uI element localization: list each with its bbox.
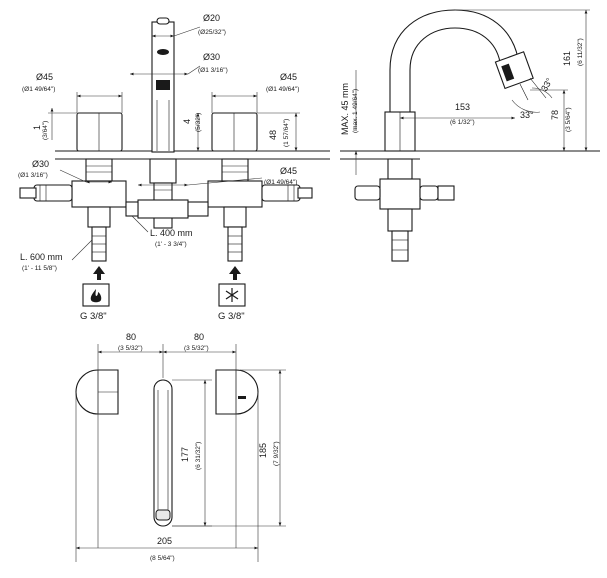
dim-153: 153	[455, 102, 470, 112]
dim-80-left-inch: (3 5/32")	[118, 345, 143, 352]
plan-cold-handle	[215, 369, 259, 415]
cold-water-handle	[211, 112, 258, 152]
arched-spout	[384, 9, 547, 152]
dim-max45-inch: (max. 1 49/64")	[352, 89, 359, 133]
dim-177: 177	[180, 447, 190, 462]
hose-400-label: L. 400 mm	[150, 228, 193, 238]
dim-80-left: 80	[126, 332, 136, 342]
hose-400-inch: (1' - 3 3/4")	[155, 241, 187, 248]
spout-shank	[137, 158, 189, 229]
dim-4: 4	[182, 119, 192, 124]
dim-161: 161	[562, 51, 572, 66]
dim-4-inch: (5/32")	[195, 113, 202, 132]
cold-water-snowflake-icon	[218, 283, 246, 307]
connection-hoses	[19, 184, 313, 217]
cold-inlet-arrow	[229, 266, 241, 280]
dim-d45-left: Ø45	[36, 72, 53, 82]
dim-48-inch: (1 57/64")	[283, 119, 290, 147]
dim-80-right-inch: (3 5/32")	[184, 345, 209, 352]
plan-view: 80 (3 5/32") 80 (3 5/32") 177 (6 31/32")…	[75, 332, 286, 562]
dim-d45-left-inch: (Ø1 49/64")	[22, 86, 55, 93]
dim-205-inch: (8 5/64")	[150, 555, 175, 562]
hot-valve-body	[71, 158, 127, 262]
dim-d30-top: Ø30	[203, 52, 220, 62]
hot-thread-label: G 3/8"	[80, 311, 107, 322]
dim-161-inch: (6 11/32")	[577, 38, 584, 66]
dim-205: 205	[157, 536, 172, 546]
angle-33-upper: 33°	[539, 76, 555, 93]
dim-d30-left-inch: (Ø1 3/16")	[18, 172, 48, 179]
dim-d45-right-inch: (Ø1 49/64")	[266, 86, 299, 93]
hot-water-flame-icon	[82, 283, 110, 307]
dim-80-right: 80	[194, 332, 204, 342]
hot-water-handle	[76, 112, 123, 152]
hose-600-label: L. 600 mm	[20, 252, 63, 262]
plan-hot-handle	[75, 369, 119, 415]
dim-max45: MAX. 45 mm	[340, 83, 350, 135]
cold-thread-label: G 3/8"	[218, 311, 245, 322]
dim-185-inch: (7 9/32")	[273, 441, 280, 466]
dim-d45-right: Ø45	[280, 72, 297, 82]
dim-d30-top-inch: (Ø1 3/16")	[198, 67, 228, 74]
dim-d45-mid-inch: (Ø1 49/64")	[264, 179, 297, 186]
dim-78-inch: (3 5/64")	[565, 107, 572, 132]
dim-d20: Ø20	[203, 13, 220, 23]
dim-78: 78	[550, 110, 560, 120]
side-elevation-view: MAX. 45 mm (max. 1 49/64") 153 (6 1/32")…	[340, 9, 600, 262]
hot-inlet-arrow	[93, 266, 105, 280]
dim-d30-left: Ø30	[32, 159, 49, 169]
dim-185: 185	[258, 443, 268, 458]
angle-33-lower: 33°	[520, 110, 534, 120]
dim-1-inch: (3/64")	[42, 121, 49, 140]
hose-600-inch: (1' - 11 5/8")	[22, 265, 57, 272]
dim-177-inch: (6 31/32")	[195, 442, 202, 470]
side-valve-body	[354, 158, 455, 262]
dim-d20-inch: (Ø25/32")	[198, 29, 226, 36]
dim-48: 48	[268, 130, 278, 140]
plan-spout	[153, 379, 173, 527]
cold-valve-body	[207, 158, 263, 262]
dim-1: 1	[32, 125, 42, 130]
spout	[151, 17, 175, 153]
dim-153-inch: (6 1/32")	[450, 119, 475, 126]
front-elevation-view: G 3/8" G 3/8" Ø20 (Ø25/32") Ø30 (Ø1 3/16…	[18, 13, 330, 322]
dim-d45-mid: Ø45	[280, 166, 297, 176]
